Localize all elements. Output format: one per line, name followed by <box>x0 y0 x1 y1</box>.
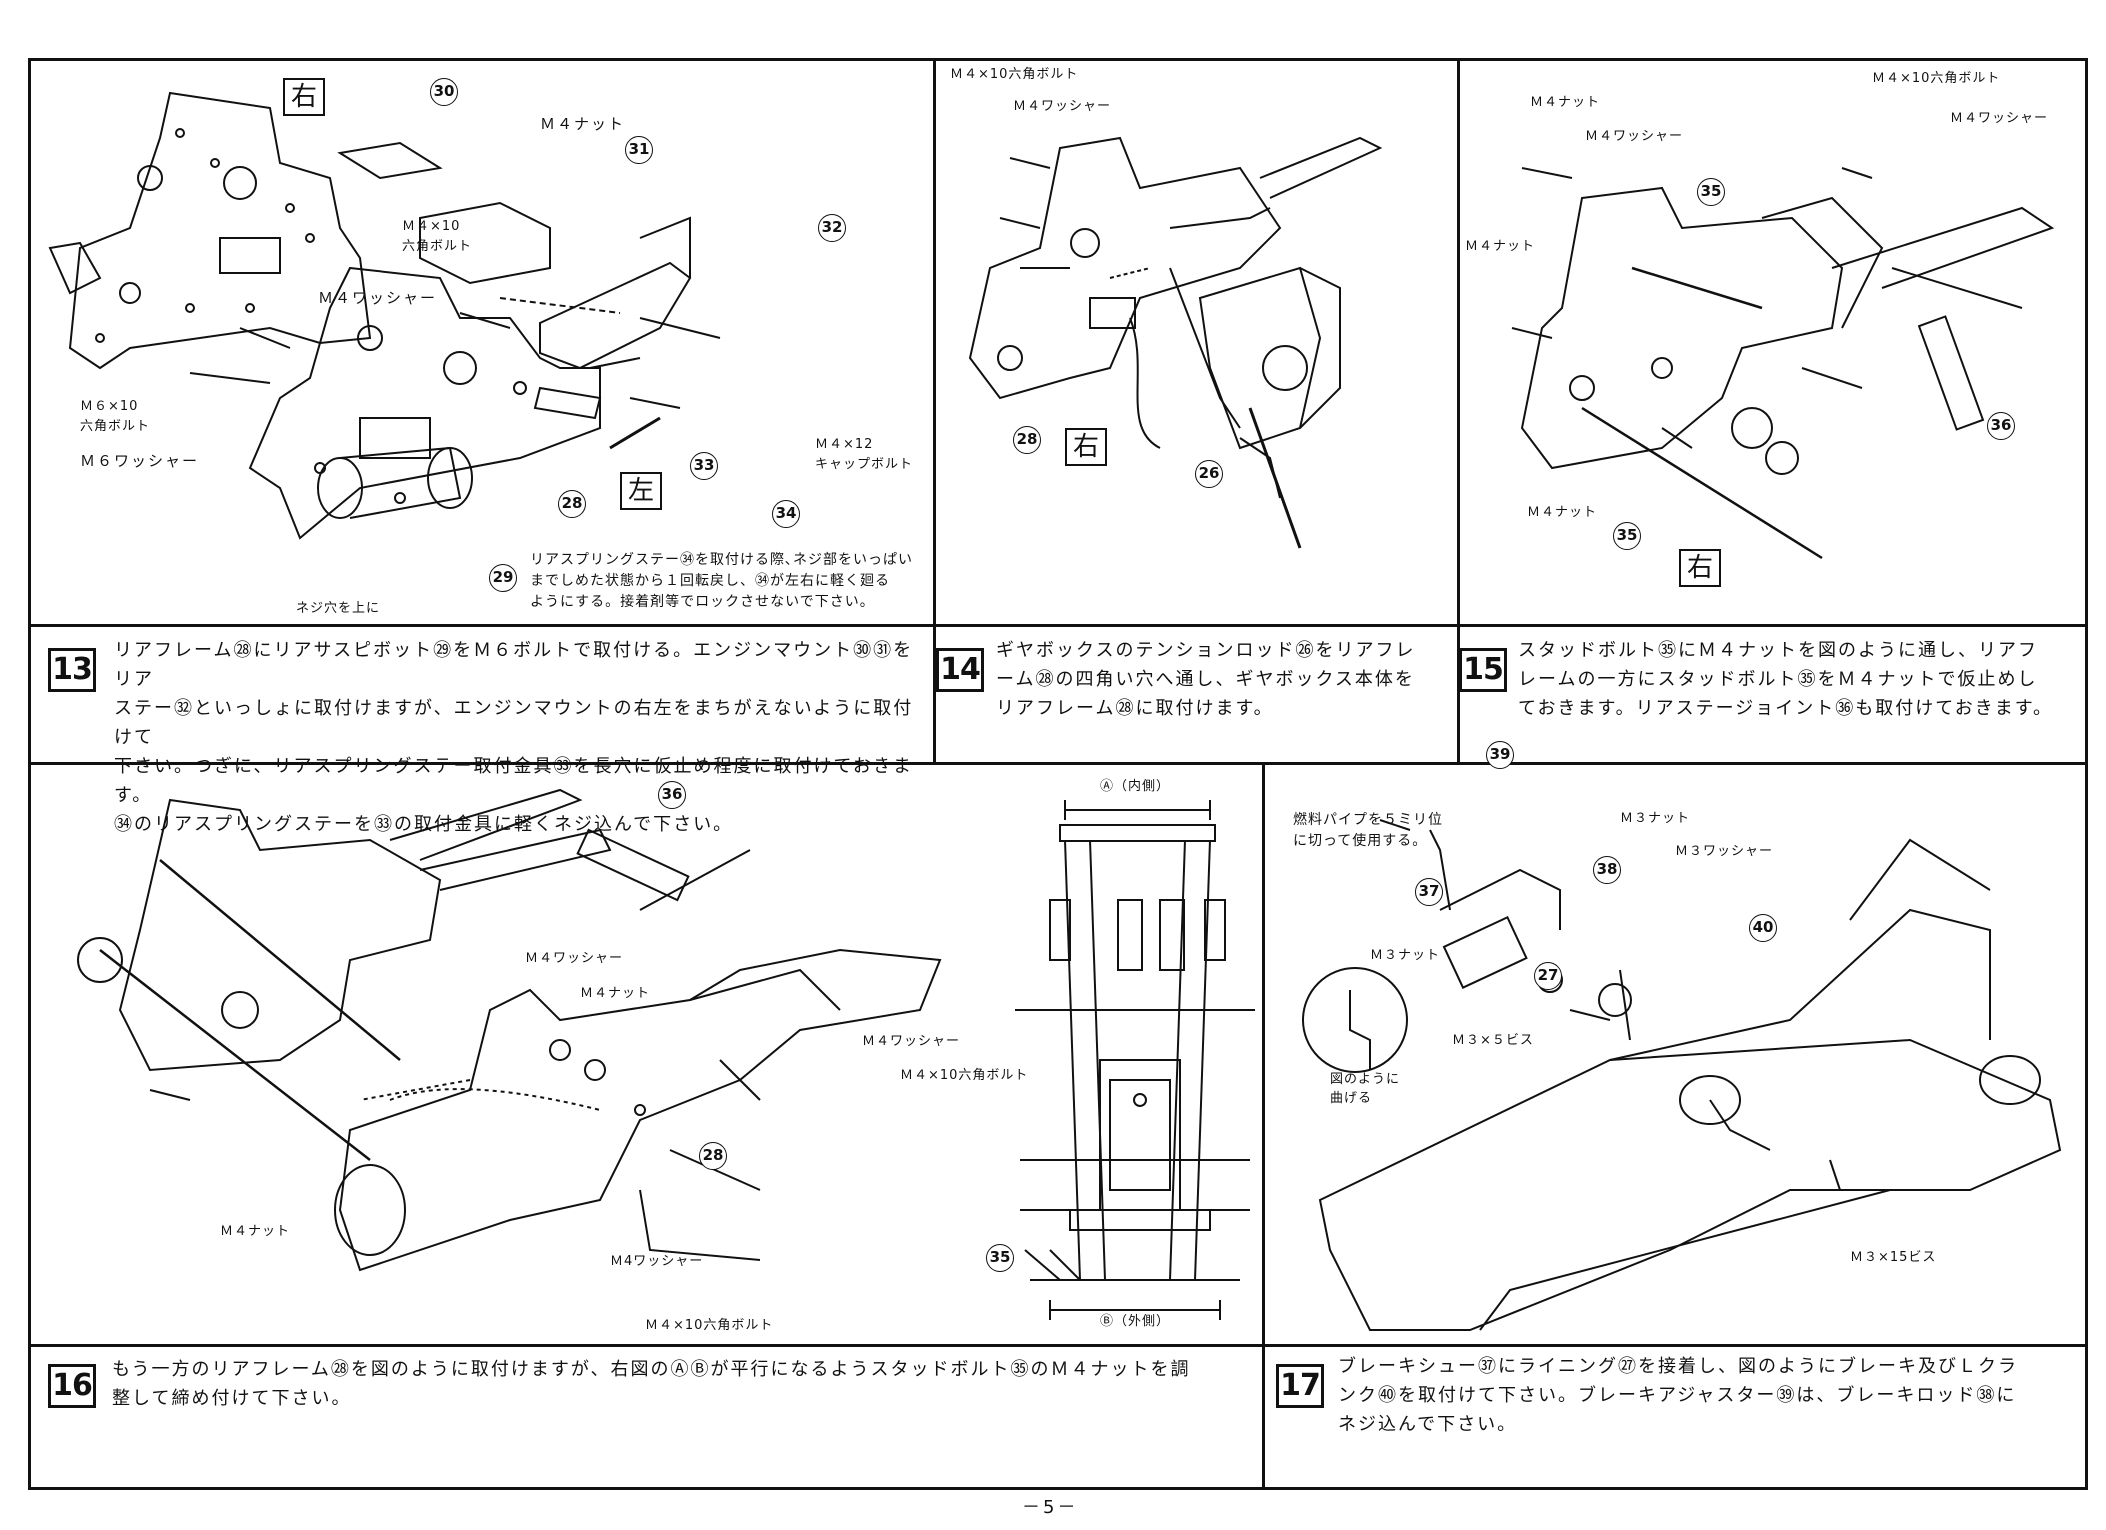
page-number: －5－ <box>1022 1497 1079 1518</box>
page-frame <box>28 58 2088 1490</box>
step-16-number: 16 <box>48 1364 96 1408</box>
step-14-text: ギヤボックスのテンションロッド㉖をリアフレ ーム㉘の四角い穴へ通し、ギヤボックス… <box>996 640 1416 719</box>
callout-31: 31 <box>625 136 653 164</box>
fig15-callout-35-top: 35 <box>1697 178 1725 206</box>
fig15-callout-36: 36 <box>1987 412 2015 440</box>
fig15-label-m4-nut-top: Ｍ４ナット <box>1530 95 1601 110</box>
fig15-label-m4-nut-bottom: Ｍ４ナット <box>1527 505 1598 520</box>
fig17-callout-38: 38 <box>1593 856 1621 884</box>
step-17-text: ブレーキシュー㊲にライニング㉗を接着し、図のようにブレーキ及びＬクラ ンク㊵を取… <box>1338 1356 2018 1435</box>
fig16-callout-28: 28 <box>699 1142 727 1170</box>
fig13-label-screw-hole-up: ネジ穴を上に <box>296 601 381 616</box>
fig13-label-m4-washer: Ｍ４ワッシャー <box>318 289 438 307</box>
fig15-label-m4x10-bolt: Ｍ４×10六角ボルト <box>1872 71 2001 86</box>
fig16-label-m4-washer-a: Ｍ４ワッシャー <box>525 951 624 966</box>
fig14-callout-26: 26 <box>1195 460 1223 488</box>
divider-14-15 <box>1457 58 1460 762</box>
divider-13-14 <box>933 58 936 762</box>
divider-16-17 <box>1262 762 1265 1490</box>
fig17-label-m3-washer: Ｍ３ワッシャー <box>1675 844 1774 859</box>
fig16-label-m4x10-bolt-b: Ｍ４×10六角ボルト <box>900 1068 1029 1083</box>
fig17-callout-37: 37 <box>1415 878 1443 906</box>
fig17-label-m3x15-screw: Ｍ３×15ビス <box>1850 1250 1937 1265</box>
step-13-text: リアフレーム㉘にリアサスピボット㉙をＭ６ボルトで取付ける。エンジンマウント㉚㉛を… <box>114 640 914 835</box>
callout-30: 30 <box>430 78 458 106</box>
fig17-label-m3-nut-top: Ｍ３ナット <box>1620 811 1691 826</box>
fig13-assembly-note: リアスプリングステー㉞を取付ける際､ネジ部をいっぱい までしめた状態から１回転戻… <box>530 552 913 610</box>
fig17-bend-note: 図のように 曲げる <box>1330 1072 1401 1106</box>
fig17-callout-27: 27 <box>1534 962 1562 990</box>
fig13-label-m6x10: Ｍ６×10 <box>80 399 139 414</box>
figure-13-side-left: 左 <box>620 472 662 510</box>
step-13-number: 13 <box>48 648 96 692</box>
fig16-label-m4x10-bolt-c: Ｍ４×10六角ボルト <box>645 1318 774 1333</box>
fig13-label-m4x12: Ｍ４×12 <box>815 437 874 452</box>
callout-33: 33 <box>690 452 718 480</box>
divider-bottom-row <box>28 1344 2088 1347</box>
fig15-callout-35-bottom: 35 <box>1613 522 1641 550</box>
fig16-label-m4-washer-b: Ｍ４ワッシャー <box>862 1034 961 1049</box>
fig17-callout-39: 39 <box>1486 741 1514 769</box>
fig15-label-m4-nut-left: Ｍ４ナット <box>1465 239 1536 254</box>
fig16-callout-36: 36 <box>658 781 686 809</box>
callout-32: 32 <box>818 214 846 242</box>
fig14-label-m4x10-bolt: Ｍ４×10六角ボルト <box>950 67 1079 82</box>
callout-28: 28 <box>558 490 586 518</box>
figure-13-side-right: 右 <box>283 78 325 116</box>
fig13-label-m4x10: Ｍ４×10 <box>402 219 461 234</box>
fig13-label-cap-bolt: キャップボルト <box>815 457 914 472</box>
figure-15-side-right: 右 <box>1679 549 1721 587</box>
figure-17-diagram <box>1270 770 2085 1338</box>
divider-caption-row <box>28 762 2088 765</box>
figure-14-diagram <box>940 68 1452 618</box>
figure-14-side-right: 右 <box>1065 428 1107 466</box>
fig16b-label-b-outer: Ⓑ（外側） <box>1100 1314 1171 1329</box>
fig17-callout-40: 40 <box>1749 914 1777 942</box>
fig15-label-m4-washer-right: Ｍ４ワッシャー <box>1950 111 2049 126</box>
callout-29: 29 <box>489 564 517 592</box>
fig14-callout-28: 28 <box>1013 426 1041 454</box>
fig13-label-m6-hex-bolt: 六角ボルト <box>80 419 151 434</box>
step-14-number: 14 <box>936 648 984 692</box>
fig16b-label-a-inner: Ⓐ（内側） <box>1100 779 1171 794</box>
fig16b-callout-35: 35 <box>986 1244 1014 1272</box>
fig16-label-m4-nut-c: Ｍ４ナット <box>220 1224 291 1239</box>
fig13-label-m4-nut: Ｍ４ナット <box>540 115 626 133</box>
fig17-fuel-pipe-note: 燃料パイプを５ミリ位 に切って使用する。 <box>1293 812 1443 849</box>
figure-16-diagram <box>40 770 1040 1338</box>
step-15-text: スタッドボルト㉟にＭ４ナットを図のように通し、リアフ レームの一方にスタッドボル… <box>1518 640 2053 719</box>
fig17-label-m3x5-screw: Ｍ３×５ビス <box>1452 1033 1534 1048</box>
callout-34: 34 <box>772 500 800 528</box>
fig15-label-m4-washer-top: Ｍ４ワッシャー <box>1585 129 1684 144</box>
step-17-number: 17 <box>1276 1364 1324 1408</box>
step-15-number: 15 <box>1459 648 1507 692</box>
fig14-label-m4-washer: Ｍ４ワッシャー <box>1013 99 1112 114</box>
step-16-text: もう一方のリアフレーム㉘を図のように取付けますが、右図のⒶⒷが平行になるようスタ… <box>112 1359 1191 1409</box>
fig17-label-m3-nut-left: Ｍ３ナット <box>1370 948 1441 963</box>
figure-16-top-view-diagram <box>1010 780 1260 1340</box>
fig16-label-m4-nut-a: Ｍ４ナット <box>580 986 651 1001</box>
fig13-label-m6-washer: Ｍ６ワッシャー <box>80 452 200 470</box>
fig13-label-hex-bolt: 六角ボルト <box>402 239 473 254</box>
fig16-label-m4-washer-c: Ｍ4ワッシャー <box>610 1254 704 1269</box>
divider-top-row <box>28 624 2088 627</box>
figure-15-diagram <box>1462 68 2084 618</box>
figure-13-diagram <box>40 68 930 618</box>
